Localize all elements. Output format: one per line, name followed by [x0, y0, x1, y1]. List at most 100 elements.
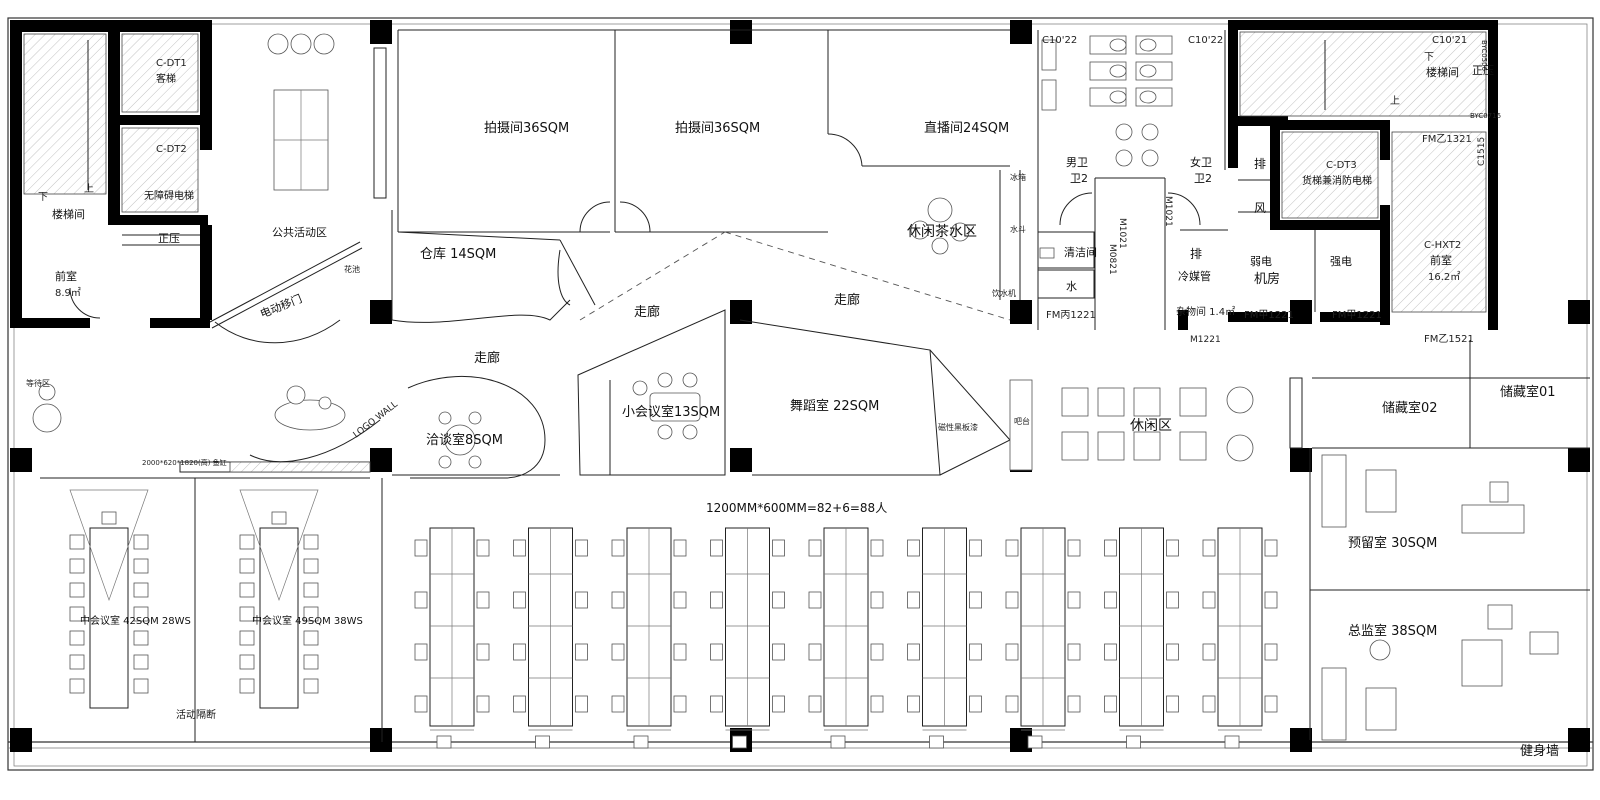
chair — [732, 735, 747, 749]
chair — [303, 678, 319, 694]
label-cleaning: 清洁间 — [1064, 246, 1097, 259]
label-dance: 舞蹈室 22SQM — [790, 398, 879, 414]
label-women-wc-a: 女卫 — [1190, 155, 1212, 169]
chair — [611, 539, 625, 557]
chair — [414, 695, 428, 713]
interior-partitions — [391, 29, 1021, 323]
chair — [1067, 695, 1081, 713]
chair — [830, 735, 846, 749]
chair — [69, 630, 85, 646]
chair — [929, 735, 944, 749]
label-fish-tank: 2000*620*1820(高) 鱼缸 — [142, 458, 227, 467]
chair — [870, 591, 884, 609]
chair — [303, 630, 319, 646]
chair — [513, 591, 526, 609]
chair — [969, 695, 982, 713]
label-front-right: 前室 — [1430, 253, 1452, 267]
chair — [710, 539, 723, 557]
workstation-clusters — [414, 527, 1278, 749]
label-stair-left-down: 下 — [38, 192, 48, 203]
chair — [870, 539, 884, 557]
label-front-left-area: 8.9㎡ — [55, 287, 81, 299]
label-warehouse: 仓库 14SQM — [420, 246, 496, 262]
label-c10-21: C10'21 — [1432, 35, 1467, 46]
chair — [1067, 539, 1081, 557]
chair — [1005, 695, 1019, 713]
label-zhengya-right: 正压 — [1472, 64, 1494, 77]
label-pai-2: 排 — [1190, 247, 1202, 261]
chair — [1202, 591, 1216, 609]
chair — [1067, 643, 1081, 661]
chair — [239, 678, 255, 694]
workstation-cluster — [907, 527, 982, 749]
label-small-meeting: 小会议室13SQM — [622, 404, 720, 420]
label-sundry: 杂物间 1.4㎡ — [1176, 305, 1235, 318]
label-water-dispenser: 饮水机 — [992, 288, 1016, 298]
chair — [133, 558, 149, 574]
label-byc0506: BYC0506 — [1480, 40, 1488, 72]
chair — [1264, 591, 1278, 609]
label-m1021-b: M1021 — [1163, 196, 1173, 227]
label-lift3-name: 货梯兼消防电梯 — [1302, 174, 1372, 187]
label-storage01: 储藏室01 — [1500, 384, 1556, 400]
label-lift3-code: C-DT3 — [1326, 160, 1357, 171]
chair — [69, 678, 85, 694]
label-corridor-2: 走廊 — [834, 292, 860, 308]
chair — [673, 643, 687, 661]
label-coolant: 冷媒管 — [1178, 269, 1211, 283]
right-offices — [1289, 340, 1590, 741]
chair — [575, 591, 588, 609]
label-fm-bing: FM丙1221 — [1046, 310, 1096, 321]
chair — [772, 695, 785, 713]
chair — [611, 591, 625, 609]
label-weak-elec: 弱电 — [1250, 255, 1272, 268]
label-women-wc-b: 卫2 — [1194, 172, 1212, 185]
chair — [1264, 695, 1278, 713]
label-flower-pool: 花池 — [344, 264, 360, 274]
public-activity-zone — [209, 33, 393, 344]
chair — [575, 643, 588, 661]
chair — [513, 695, 526, 713]
label-electric-door: 电动移门 — [258, 291, 304, 320]
workstation-cluster — [1005, 527, 1081, 749]
label-fm-yi-1521: FM乙1521 — [1424, 333, 1474, 345]
label-corridor-3: 走廊 — [474, 350, 500, 366]
label-storage02: 储藏室02 — [1382, 400, 1438, 416]
chair — [808, 695, 822, 713]
label-zhengya-left: 正压 — [158, 232, 180, 245]
chair — [808, 643, 822, 661]
label-m1221: M1221 — [1190, 335, 1221, 345]
right-core — [1178, 20, 1498, 330]
chair — [101, 511, 117, 525]
chair — [1224, 735, 1240, 749]
label-waiting: 等待区 — [26, 378, 50, 388]
chair — [436, 735, 452, 749]
chair — [772, 643, 785, 661]
chair — [303, 606, 319, 622]
chair — [1005, 539, 1019, 557]
label-meeting-a: 中会议室 42SQM 28WS — [80, 614, 191, 627]
chair — [414, 591, 428, 609]
chair — [303, 534, 319, 550]
mid-row-rooms — [32, 309, 1011, 479]
chair — [1005, 591, 1019, 609]
chair — [1202, 695, 1216, 713]
label-lift1-code: C-DT1 — [156, 58, 187, 69]
chair — [633, 735, 649, 749]
label-c10-22-b: C10'22 — [1188, 35, 1223, 46]
chair — [239, 654, 255, 670]
chair — [239, 582, 255, 598]
label-fm-yi-1321: FM乙1321 — [1422, 133, 1472, 145]
restrooms — [1037, 30, 1226, 330]
chair — [870, 643, 884, 661]
chair — [239, 606, 255, 622]
label-m1021-a: M1021 — [1117, 218, 1127, 249]
label-pai-1: 排 — [1254, 157, 1266, 171]
chair — [907, 539, 920, 557]
chair — [673, 539, 687, 557]
leisure-furniture — [1009, 379, 1254, 471]
chair — [870, 695, 884, 713]
chair — [710, 695, 723, 713]
label-live: 直播间24SQM — [924, 121, 1009, 136]
chair — [575, 539, 588, 557]
